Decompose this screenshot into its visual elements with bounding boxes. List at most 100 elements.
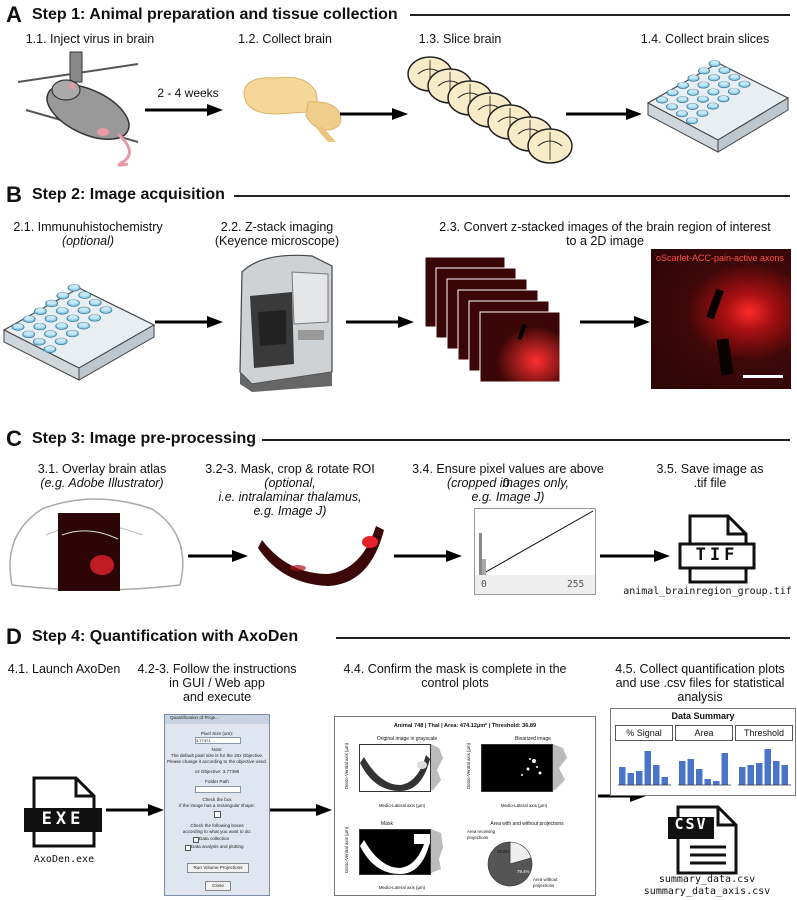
arrow-4 <box>155 316 223 328</box>
section-letter-c: C <box>6 426 22 451</box>
csv-file-icon <box>668 805 738 875</box>
gui-close-button[interactable]: Close <box>205 881 231 891</box>
grayscale-plot <box>359 744 431 792</box>
well <box>55 307 69 315</box>
well <box>718 67 731 74</box>
well <box>34 307 47 316</box>
well <box>78 291 92 299</box>
well <box>44 315 58 323</box>
brain-slice <box>527 128 573 164</box>
well <box>676 81 689 89</box>
pie-legend-without: Area without projections <box>533 877 558 888</box>
exe-file-icon <box>24 776 102 848</box>
well <box>77 306 91 315</box>
gui-boxes-line1: Check the following boxes <box>190 823 244 828</box>
gui-data-analysis-checkbox[interactable] <box>185 845 191 851</box>
gui-title: Quantification of Proje... <box>170 715 220 720</box>
well <box>675 110 688 118</box>
control-p2-title: Binarized image <box>515 736 551 742</box>
label-confirm-mask: 4.4. Confirm the mask is complete in the <box>343 662 567 676</box>
label-overlay-atlas: 3.1. Overlay brain atlas <box>37 462 167 476</box>
gui-rectangular-checkbox[interactable] <box>214 811 221 818</box>
summary-panel-threshold: Threshold <box>735 725 793 741</box>
label-convert-2: to a 2D image <box>566 234 644 248</box>
cropped-roi <box>258 526 384 586</box>
label-collect-plots: 4.5. Collect quantification plots <box>615 662 785 676</box>
gui-titlebar: Quantification of Proje... <box>165 715 269 724</box>
well <box>67 284 81 292</box>
label-save-tif: 3.5. Save image as <box>656 462 764 476</box>
binarized-side-profile <box>553 744 567 790</box>
label-mask-crop: 3.2-3. Mask, crop & rotate ROI <box>205 462 375 476</box>
label-mask-crop-note3: e.g. Image J) <box>253 504 327 518</box>
well <box>696 109 709 117</box>
summary-bar-plots <box>618 749 791 786</box>
control-p4-title: Area with and without projections <box>490 821 564 827</box>
arrow-2 <box>340 108 408 120</box>
well <box>77 322 90 330</box>
control-p3-title: Mask <box>381 821 393 827</box>
section-title-step2: Step 2: Image acquisition <box>32 186 225 203</box>
well <box>56 291 70 300</box>
summary-bar <box>747 765 754 785</box>
label-inject-virus: 1.1. Inject virus in brain <box>25 32 155 46</box>
well <box>66 314 80 323</box>
label-ihc-note: (optional) <box>61 234 115 248</box>
tif-filename: animal_brainregion_group.tif <box>623 586 792 597</box>
summary-bar <box>773 761 780 785</box>
data-summary-panel: Data Summary % Signal Area Threshold <box>610 708 796 796</box>
section-title-step1: Step 1: Animal preparation and tissue co… <box>32 6 398 23</box>
summary-bar <box>644 751 651 785</box>
image-caption: oScarlet-ACC-pain-active axons <box>656 253 785 263</box>
well-plate-illustration <box>646 60 790 153</box>
mask-plot <box>359 829 431 875</box>
summary-bar <box>653 765 660 785</box>
gui-pixel-size-input[interactable] <box>195 737 241 744</box>
csv-label: CSV <box>674 815 708 833</box>
gui-folder-input[interactable] <box>195 786 241 793</box>
gui-folder-label: Folder Path <box>205 779 229 784</box>
well <box>687 74 700 82</box>
histogram-footer <box>475 575 595 594</box>
gui-data-collection-label: Data collection <box>199 836 230 841</box>
label-zstack: 2.2. Z-stack imaging <box>220 220 334 234</box>
pie-pct-without: 79.4% <box>517 869 530 874</box>
well <box>655 96 668 104</box>
label-ihc: 2.1. Immunuhistochemistry <box>13 220 163 234</box>
label-duration: 2 - 4 weeks <box>157 86 219 100</box>
summary-bar <box>764 749 771 785</box>
gui-run-button[interactable]: Run Volume Projections <box>187 863 249 873</box>
summary-bar <box>713 781 720 785</box>
well <box>88 298 102 307</box>
pixel-histogram: 0 255 <box>474 508 596 595</box>
well <box>728 73 741 81</box>
summary-bar <box>679 761 686 785</box>
well <box>54 337 68 346</box>
well <box>706 102 719 110</box>
gui-data-collection-checkbox[interactable] <box>193 837 199 843</box>
pie-slice <box>487 841 533 887</box>
binarized-plot-image <box>521 758 542 776</box>
well <box>727 88 740 96</box>
axoden-gui-window: Quantification of Proje... Pixel Size (u… <box>164 714 270 896</box>
well <box>697 81 710 89</box>
label-confirm-mask-2: control plots <box>421 676 489 690</box>
well <box>665 103 678 111</box>
arrow-11 <box>270 804 332 816</box>
control-p1-title: Original image in grayscale <box>376 736 438 742</box>
label-collect-plots-2: and use .csv files for statistical <box>615 676 785 690</box>
label-overlay-atlas-note: (e.g. Adobe Illustrator) <box>40 476 164 490</box>
arrow-10 <box>106 804 164 816</box>
label-zstack-note: (Keyence microscope) <box>214 234 340 248</box>
scale-bar <box>743 375 783 378</box>
arrow-8 <box>394 550 462 562</box>
histogram-plot <box>476 510 594 578</box>
arrow-3 <box>566 108 642 120</box>
well <box>717 95 730 103</box>
well <box>676 96 689 104</box>
summary-bar <box>661 777 668 785</box>
gui-note-title: Note: <box>211 747 223 752</box>
csv-filename-2: summary_data_axis.csv <box>643 886 771 897</box>
summary-title: Data Summary <box>671 711 735 721</box>
section-title-step3: Step 3: Image pre-processing <box>32 430 257 447</box>
